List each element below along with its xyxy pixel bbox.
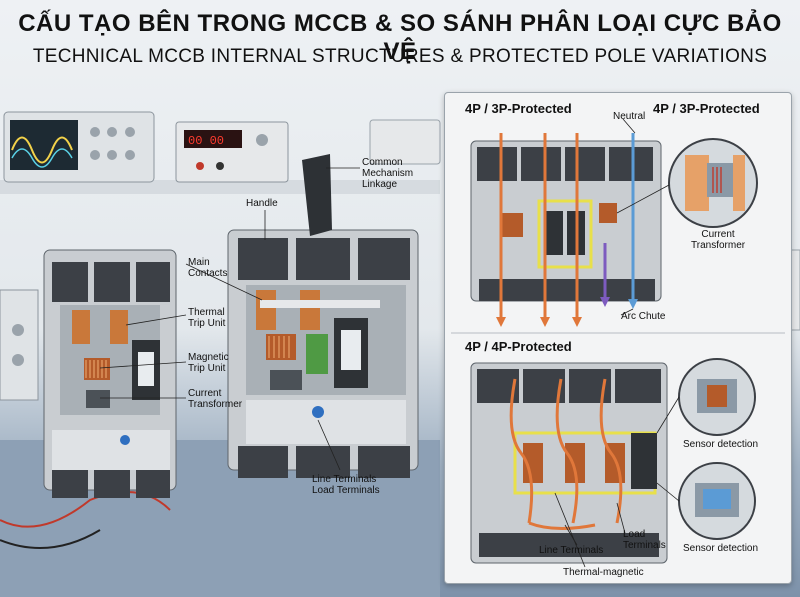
label-neutral: Neutral (613, 111, 646, 122)
power-supply-icon: 00 00 (175, 121, 289, 183)
breaker-icon (43, 249, 177, 498)
label-arc-chute: Arc Chute (621, 311, 666, 322)
oscilloscope-icon (3, 111, 155, 183)
coil-icon (266, 334, 296, 360)
label-common-mechanism: Common Mechanism Linkage (362, 157, 414, 190)
label-magnetic-trip-unit: Magnetic Trip Unit (188, 352, 229, 374)
heading-4p-3p-right: 4P / 3P-Protected (653, 101, 760, 116)
coil-icon (84, 358, 110, 380)
label-line-terminals: Line Terminals (539, 545, 604, 556)
zoom-circle-icon (668, 138, 758, 228)
page-title: CẤU TẠO BÊN TRONG MCCB & SO SÁNH PHÂN LO… (18, 10, 782, 65)
breaker-icon (227, 154, 419, 478)
comparison-panel: 4P / 3P-Protected 4P / 3P-Protected Neut… (444, 92, 792, 584)
heading-4p-4p: 4P / 4P-Protected (465, 339, 572, 354)
label-main-contacts: Main Contacts (188, 257, 228, 279)
label-handle: Handle (246, 198, 278, 209)
heading-4p-3p-left: 4P / 3P-Protected (465, 101, 572, 116)
label-load-terminals: Load Terminals (623, 529, 666, 551)
panel-illustration (451, 118, 785, 568)
label-current-transformer: Current Transformer (188, 388, 243, 410)
label-sensor-detection-2: Sensor detection (683, 543, 759, 554)
label-sensor-detection-1: Sensor detection (683, 439, 759, 450)
label-thermal-magnetic: Thermal-magnetic (563, 567, 644, 578)
svg-text:00 00: 00 00 (188, 134, 224, 148)
label-current-transformer-zoom: Current Transformer (691, 229, 746, 251)
zoom-circle-icon (678, 462, 756, 540)
label-thermal-trip-unit: Thermal Trip Unit (188, 307, 226, 329)
label-terminals: Line Terminals Load Terminals (312, 474, 380, 496)
zoom-circle-icon (678, 358, 756, 436)
page-subtitle: TECHNICAL MCCB INTERNAL STRUCTURES & PRO… (32, 46, 768, 67)
